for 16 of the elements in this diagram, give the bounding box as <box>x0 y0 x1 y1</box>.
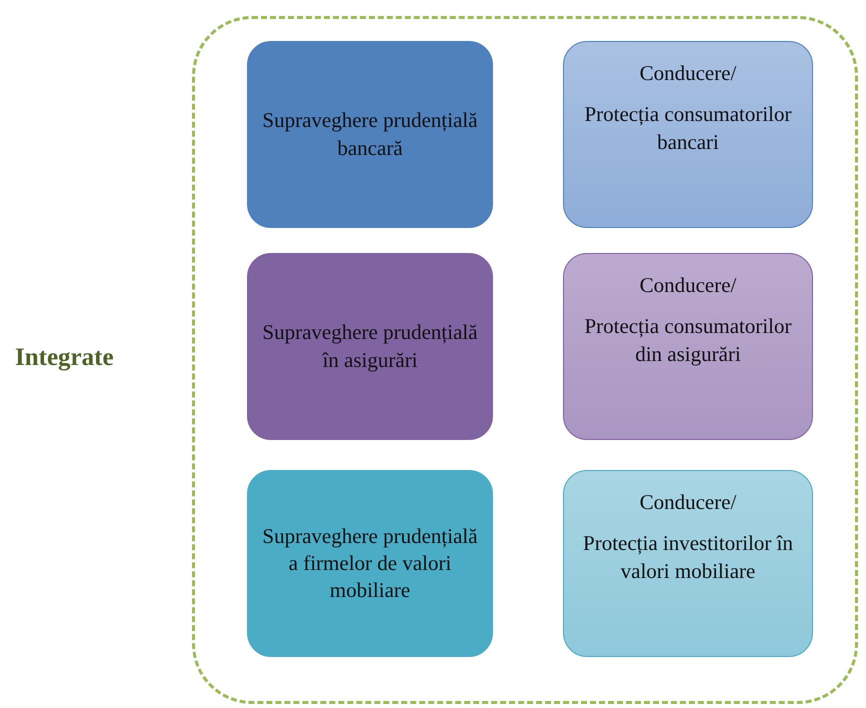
box-text: Protecția investitorilor în valori mobiliare <box>582 530 794 585</box>
box-text: Supraveghere prudențială a firmelor de valori mobiliare <box>261 522 479 604</box>
conduct-box <box>563 253 813 440</box>
supervision-box <box>247 253 493 440</box>
supervision-box <box>247 41 493 228</box>
box-text: Supraveghere prudențială bancară <box>261 107 479 162</box>
box-text: Protecția consumatorilor bancari <box>583 101 793 156</box>
box-heading: Conducere/ <box>640 489 736 516</box>
box-text: Protecția consumatorilor din asigurări <box>583 313 793 368</box>
conduct-box <box>563 470 813 657</box>
group-title: Integrate <box>15 344 115 372</box>
box-text: Supraveghere prudențială în asigurări <box>261 319 479 374</box>
conduct-box <box>563 41 813 228</box>
box-heading: Conducere/ <box>640 272 736 299</box>
box-heading: Conducere/ <box>640 60 736 87</box>
supervision-box <box>247 470 493 657</box>
